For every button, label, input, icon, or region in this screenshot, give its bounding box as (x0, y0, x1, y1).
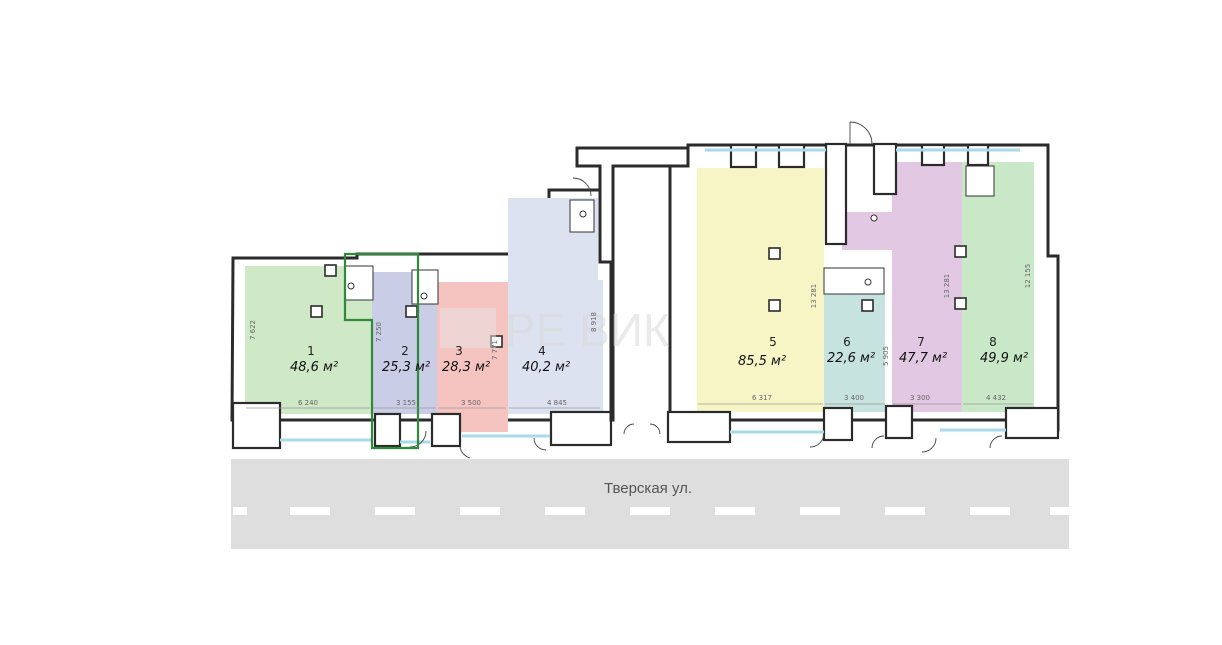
watermark-text: РЕ ВИК (505, 304, 670, 356)
room-1-number: 1 (307, 344, 315, 358)
gate-swing (649, 423, 661, 435)
window-pier (729, 143, 758, 169)
column-small (861, 299, 874, 312)
room-4-width-dim: 4 845 (547, 399, 567, 407)
toilet-icon (864, 278, 872, 286)
window-pier (777, 143, 806, 169)
column (1004, 406, 1060, 440)
door-swing (572, 177, 592, 197)
room-4-depth-dim: 8 918 (590, 312, 598, 332)
column (373, 412, 402, 448)
room-2-area: 25,3 м² (382, 360, 430, 375)
toilet-icon (579, 210, 587, 218)
door-swing (409, 430, 427, 448)
room-5-area: 85,5 м² (738, 354, 786, 369)
room-6-number: 6 (843, 335, 851, 349)
room-4-number: 4 (538, 344, 546, 358)
room-6-area: 22,6 м² (827, 351, 875, 366)
toilet-icon (870, 214, 878, 222)
street: Тверская ул. (231, 459, 1069, 549)
room-3-width-dim: 3 500 (461, 399, 481, 407)
room-6-width-dim: 3 400 (844, 394, 864, 402)
room-1-width-dim: 6 240 (298, 399, 318, 407)
column (822, 406, 854, 442)
room-1-depth-dim: 7 622 (249, 320, 257, 340)
column-small (768, 247, 781, 260)
gate-swing (623, 423, 635, 435)
column (549, 410, 613, 447)
window-pier (920, 143, 946, 167)
column-small (954, 245, 967, 258)
room-3-number: 3 (455, 344, 463, 358)
room-2-depth-dim: 7 250 (375, 322, 383, 342)
room-8-depth-dim: 12 155 (1024, 264, 1032, 289)
room-3-area: 28,3 м² (442, 360, 490, 375)
door-swing (871, 435, 885, 449)
inner-wall (824, 142, 848, 246)
dimensions (246, 403, 1033, 409)
room-7-depth-dim: 13 281 (943, 274, 951, 299)
toilet-icon (347, 282, 355, 290)
street-surface (231, 459, 1069, 549)
room-3-fill (437, 282, 508, 432)
watermark: РЕ ВИК (440, 304, 670, 356)
room-8-number: 8 (989, 335, 997, 349)
inner-wall (872, 142, 898, 196)
room-8-area: 49,9 м² (980, 351, 1028, 366)
room-7-fill (892, 162, 962, 412)
door-swing (459, 446, 471, 459)
wc-room-8 (965, 165, 995, 197)
door-swing (921, 437, 937, 453)
column (884, 404, 914, 440)
door-swing (989, 435, 1003, 449)
room-labels: 1 48,6 м² 6 240 7 622 2 25,3 м² 3 155 7 … (249, 264, 1032, 407)
room-8-width-dim: 4 432 (986, 394, 1006, 402)
room-5-width-dim: 6 317 (752, 394, 772, 402)
room-6-depth-dim: 5 905 (882, 346, 890, 366)
window-pier (966, 143, 990, 167)
room-2-width-dim: 3 155 (396, 399, 416, 407)
column-small (768, 299, 781, 312)
room-5-fill (697, 168, 824, 412)
room-7-area: 47,7 м² (899, 351, 947, 366)
room-8-fill (962, 162, 1034, 412)
room-7-number: 7 (917, 335, 925, 349)
room-3-depth-dim: 7 771 (491, 340, 499, 360)
column (430, 412, 462, 448)
room-4-fill-lower (508, 280, 603, 414)
room-5-number: 5 (769, 335, 777, 349)
toilet-icon (420, 292, 428, 300)
door-swing (533, 437, 547, 451)
street-markings (233, 507, 1069, 515)
column-small (405, 305, 418, 318)
room-7-width-dim: 3 300 (910, 394, 930, 402)
door-swing (809, 432, 825, 448)
column-small (324, 264, 337, 277)
street-name: Тверская ул. (604, 480, 692, 497)
room-4-area: 40,2 м² (522, 360, 570, 375)
column (666, 410, 732, 444)
column-small (310, 305, 323, 318)
room-7-wc-fill (842, 212, 892, 250)
door-swing (849, 121, 873, 145)
selected-room-outline (343, 252, 420, 450)
room-1-area: 48,6 м² (290, 360, 338, 375)
column (231, 401, 282, 450)
room-2-number: 2 (401, 344, 409, 358)
column-small (954, 297, 967, 310)
watermark-logo (440, 308, 496, 348)
right-building (666, 121, 1060, 453)
room-6-fill (824, 292, 885, 412)
wc-room-6 (823, 267, 885, 295)
room-5-depth-dim: 13 281 (810, 284, 818, 309)
